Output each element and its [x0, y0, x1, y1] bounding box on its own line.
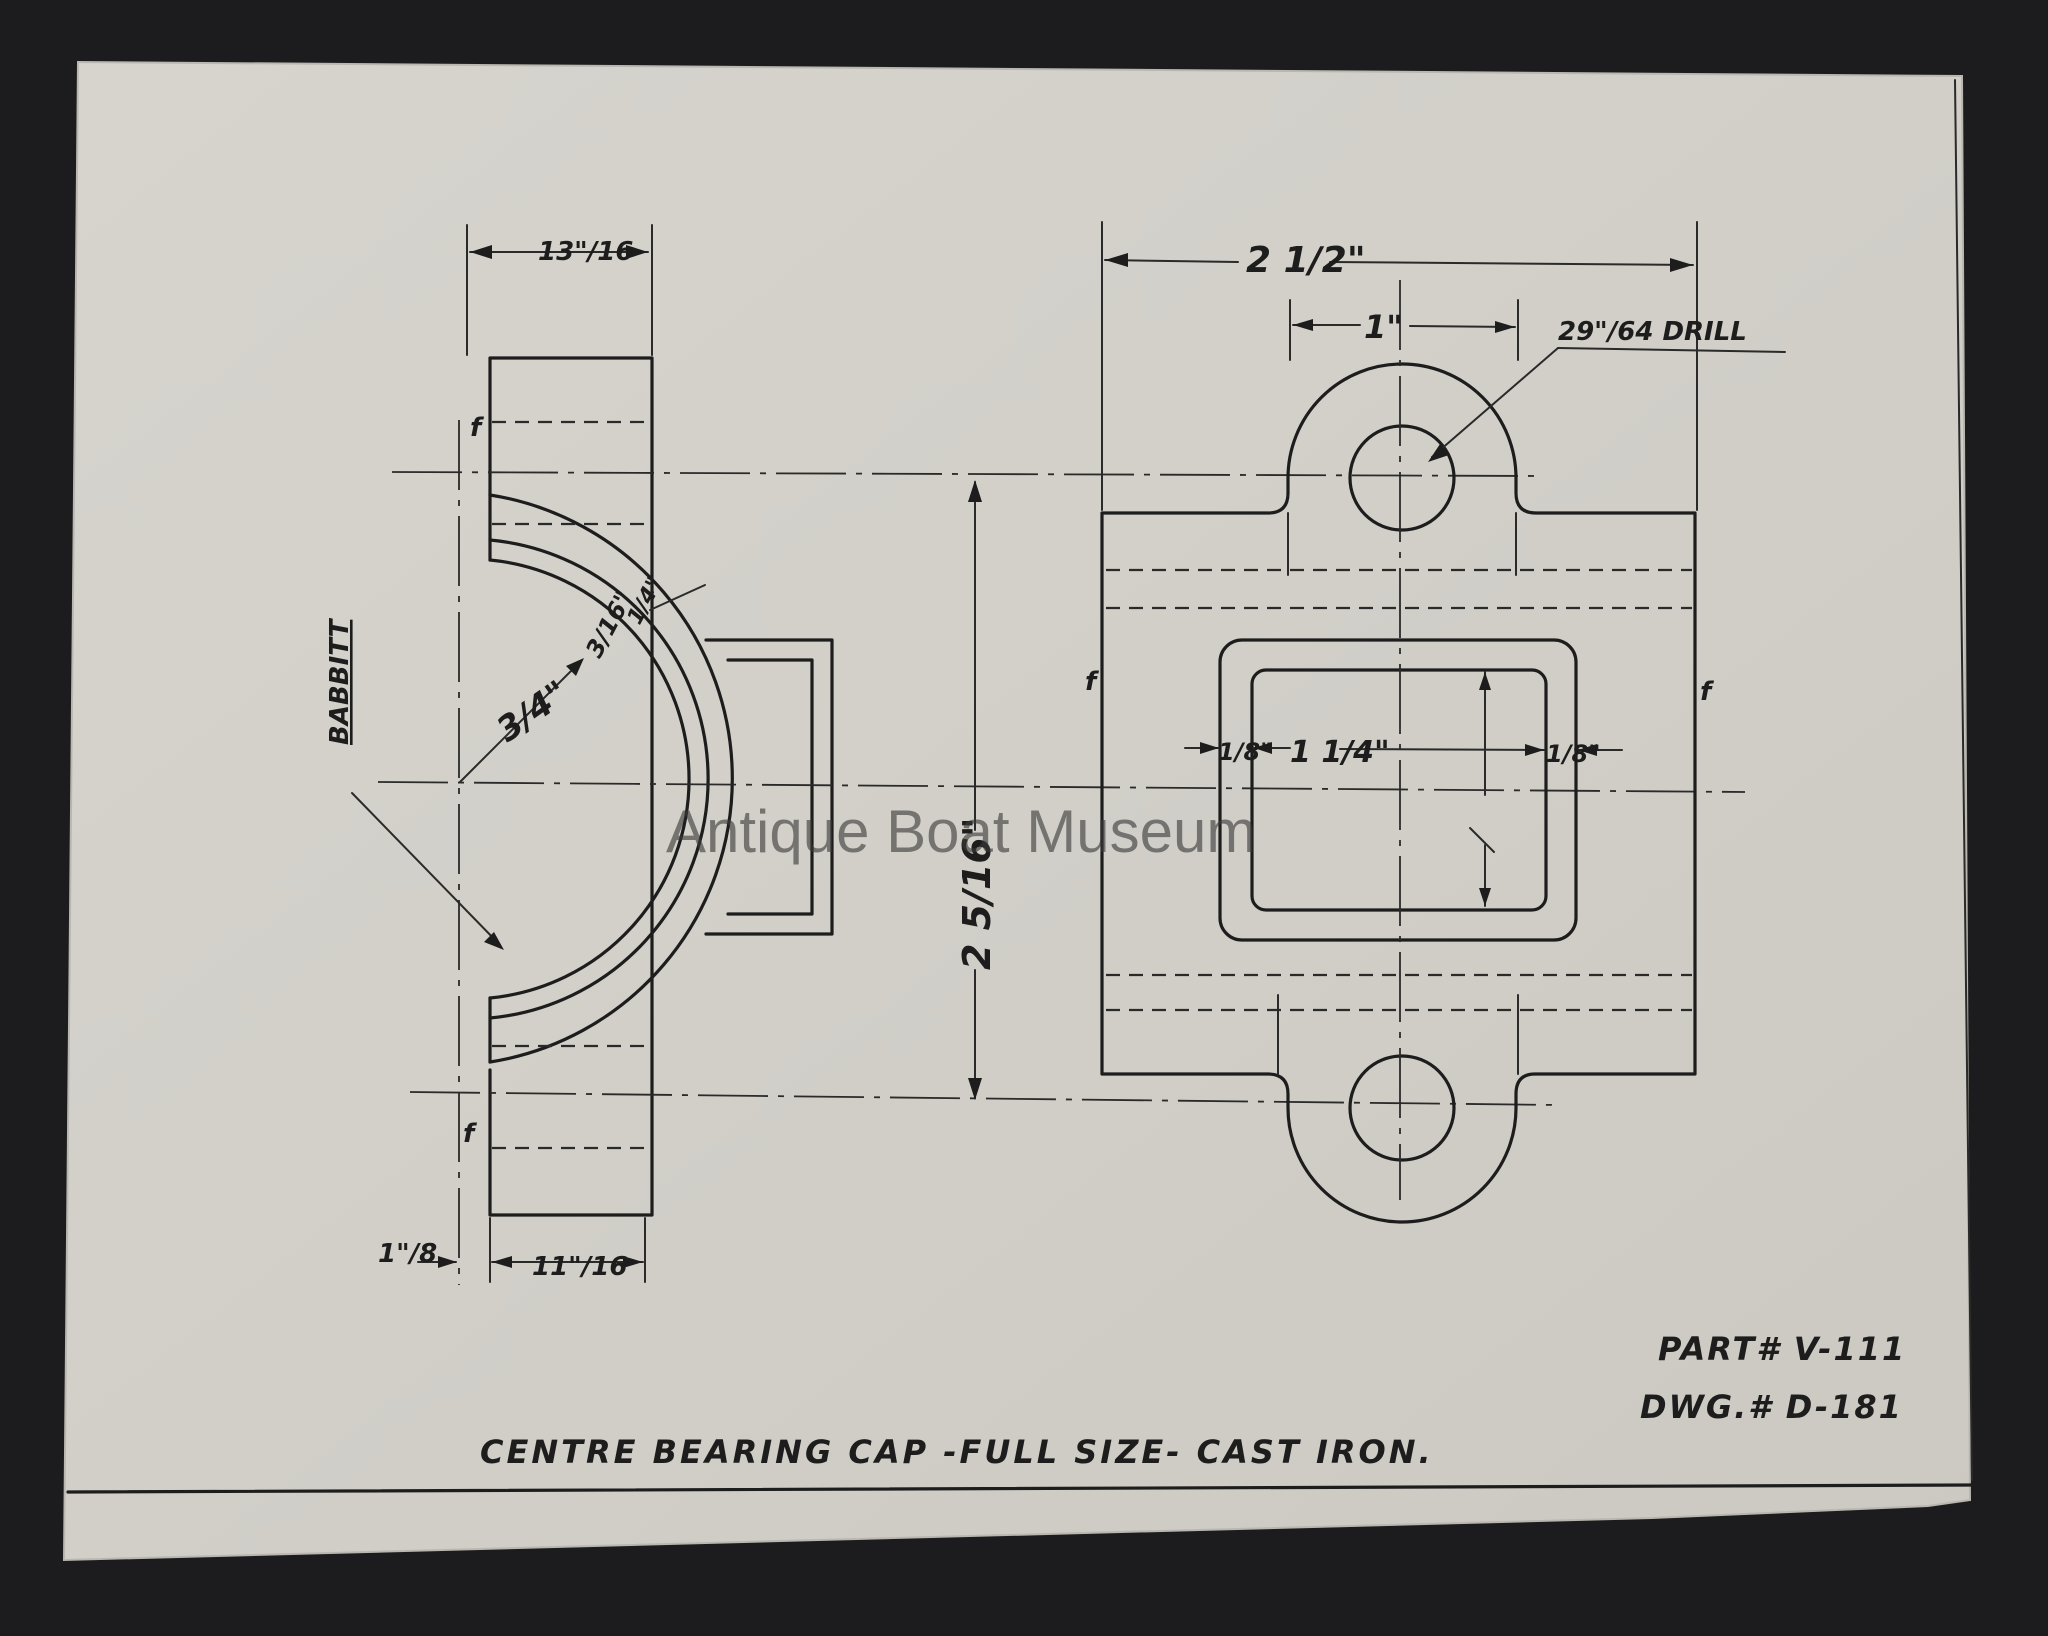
front-view — [968, 221, 1786, 1224]
arrow-head — [566, 658, 584, 676]
dim-bottom-width-label: 11"/16 — [532, 1252, 627, 1282]
dim-wall-left-label: 1/8" — [1218, 738, 1273, 766]
arrow-head — [1200, 742, 1219, 754]
dim-edge-label: 1"/8 — [378, 1239, 437, 1269]
finish-mark: f — [463, 1119, 478, 1149]
dimension-line — [1339, 748, 1545, 751]
dimension-line — [1329, 261, 1694, 266]
side-view — [351, 224, 1746, 1285]
part-number: PART# V-111 — [1658, 1330, 1906, 1368]
arrow-head — [1578, 744, 1597, 756]
arrow-head — [1479, 672, 1491, 690]
arrow-head — [1254, 742, 1272, 754]
arrow-head — [968, 480, 982, 502]
front-view-outline — [1100, 362, 1697, 1224]
babbitt-arc-inner — [488, 558, 691, 1000]
arrow-head — [470, 245, 492, 259]
arrow-head — [1525, 744, 1544, 756]
dim-top-width-label: 13"/16 — [538, 237, 633, 267]
bearing-outer-arc — [488, 493, 734, 1064]
babbitt-thickness-leader — [649, 584, 706, 611]
drill-note-underline — [1557, 347, 1786, 353]
dimension-line — [1469, 827, 1495, 853]
bottom-bolt-hole — [1348, 1054, 1456, 1162]
arrow-head — [626, 245, 648, 259]
arrow-head — [492, 1256, 512, 1268]
front-boss-inner — [1250, 668, 1548, 912]
top-bolt-hole — [1348, 424, 1456, 532]
finish-mark: f — [1700, 677, 1715, 707]
side-boss-inner — [726, 658, 814, 916]
side-boss — [704, 638, 834, 936]
arrow-head — [1428, 444, 1449, 462]
arrow-head — [1479, 888, 1491, 906]
babbitt-label: BABBITT — [325, 617, 355, 745]
paper-sheet — [62, 60, 1972, 1562]
arrow-head — [968, 1078, 982, 1100]
arrow-head — [623, 1256, 643, 1268]
babbitt-leader — [351, 792, 501, 946]
arrow-head — [1105, 253, 1128, 267]
watermark: Antique Boat Museum — [666, 798, 1256, 865]
dim-inner-width-label: 1 1/4" — [1290, 735, 1390, 770]
dim-boss-width-label: 1" — [1364, 308, 1403, 346]
babbitt-arc-outer — [488, 538, 710, 1020]
drawing-number: DWG.# D-181 — [1640, 1388, 1903, 1426]
finish-mark: f — [1085, 667, 1100, 697]
bottom-border-line — [66, 1483, 1977, 1494]
arrow-head — [1293, 319, 1313, 331]
dim-overall-height-label: 2 5/16" — [955, 817, 999, 970]
front-boss-outer — [1218, 638, 1578, 942]
drill-note: 29"/64 DRILL — [1558, 317, 1747, 347]
arrow-head — [438, 1256, 457, 1268]
drawing-title: CENTRE BEARING CAP -FULL SIZE- CAST IRON… — [480, 1433, 1434, 1471]
center-line — [377, 781, 1746, 793]
arrow-head — [1670, 258, 1693, 272]
radius-line — [459, 659, 583, 783]
arrow-head — [1495, 321, 1515, 333]
drill-leader — [1431, 347, 1559, 458]
dim-overall-width-label: 2 1/2" — [1246, 240, 1366, 281]
finish-mark: f — [470, 413, 485, 443]
arrow-head — [484, 932, 504, 950]
dim-wall-right-label: 1/8" — [1546, 740, 1601, 768]
right-border-line — [1954, 79, 1973, 1481]
